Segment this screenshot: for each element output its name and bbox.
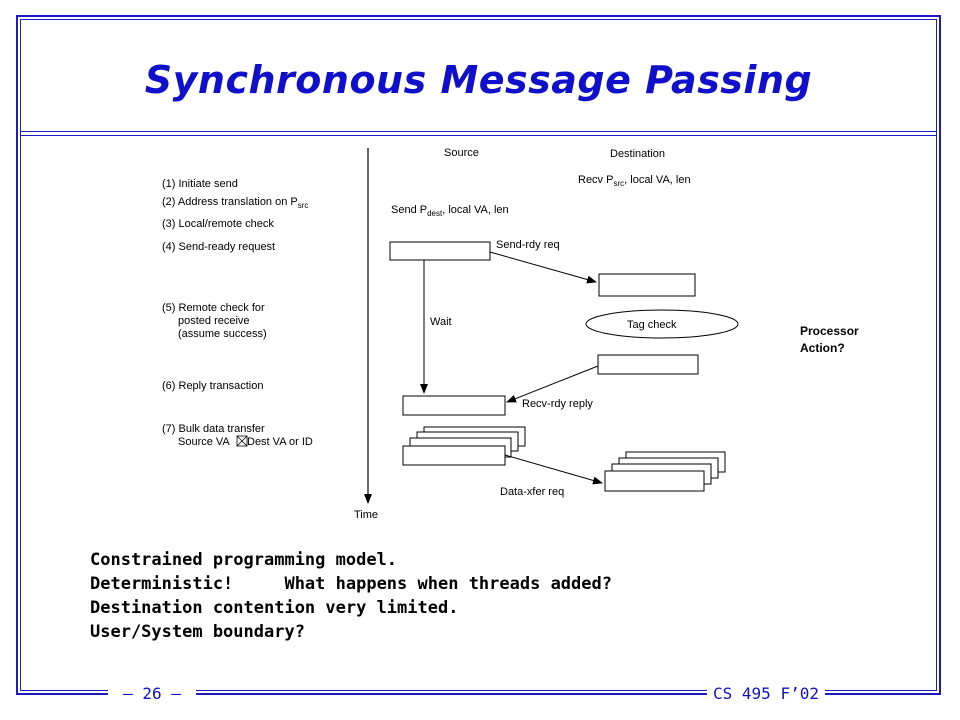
title-rule-bottom	[20, 135, 937, 136]
step-5-line2: posted receive	[178, 315, 250, 327]
slide-frame-inner	[20, 19, 937, 691]
send-rdy-arrow	[489, 251, 597, 284]
tag-check-label: Tag check	[627, 319, 677, 331]
bullet-list: Constrained programming model. Determini…	[90, 548, 612, 644]
bullet-item: Deterministic! What happens when threads…	[90, 574, 612, 594]
processor-action-note: Processor Action?	[800, 324, 859, 355]
step-2: (2) Address translation on Psrc	[162, 196, 308, 210]
step-3: (3) Local/remote check	[162, 218, 274, 230]
footer-course: CS 495 F’02	[707, 684, 825, 703]
dest-receive-box	[598, 273, 696, 297]
tag-check-ellipse	[585, 309, 739, 339]
step-5-line3: (assume success)	[178, 328, 267, 340]
source-reply-box	[402, 395, 506, 416]
step-7: (7) Bulk data transfer	[162, 423, 265, 435]
time-label: Time	[354, 509, 378, 521]
dest-reply-box	[597, 354, 699, 375]
data-xfer-req-label: Data-xfer req	[500, 486, 564, 498]
send-ready-box	[389, 241, 491, 261]
title-rule-top	[20, 131, 937, 132]
dest-data-box	[604, 470, 705, 492]
wait-label: Wait	[430, 316, 452, 328]
source-data-box	[402, 445, 506, 466]
footer-page-number: – 26 –	[108, 684, 196, 703]
step-1: (1) Initiate send	[162, 178, 238, 190]
destination-label: Destination	[610, 148, 665, 160]
slide-frame-outer	[16, 15, 941, 695]
step-5: (5) Remote check for	[162, 302, 265, 314]
data-xfer-arrow	[504, 454, 603, 485]
step-4: (4) Send-ready request	[162, 241, 275, 253]
step-7-line2-b: Dest VA or ID	[247, 436, 313, 448]
step-6: (6) Reply transaction	[162, 380, 264, 392]
recv-rdy-reply-label: Recv-rdy reply	[522, 398, 593, 410]
source-label: Source	[444, 147, 479, 159]
send-rdy-req-label: Send-rdy req	[496, 239, 560, 251]
recv-call: Recv Psrc, local VA, len	[578, 174, 691, 188]
recv-rdy-arrow	[506, 365, 599, 403]
slide-title: Synchronous Message Passing	[144, 58, 813, 102]
send-call: Send Pdest, local VA, len	[391, 204, 509, 218]
bullet-item: Destination contention very limited.	[90, 598, 459, 618]
bullet-item: Constrained programming model.	[90, 550, 398, 570]
bullet-item: User/System boundary?	[90, 622, 305, 642]
step-7-line2-a: Source VA	[178, 436, 230, 448]
